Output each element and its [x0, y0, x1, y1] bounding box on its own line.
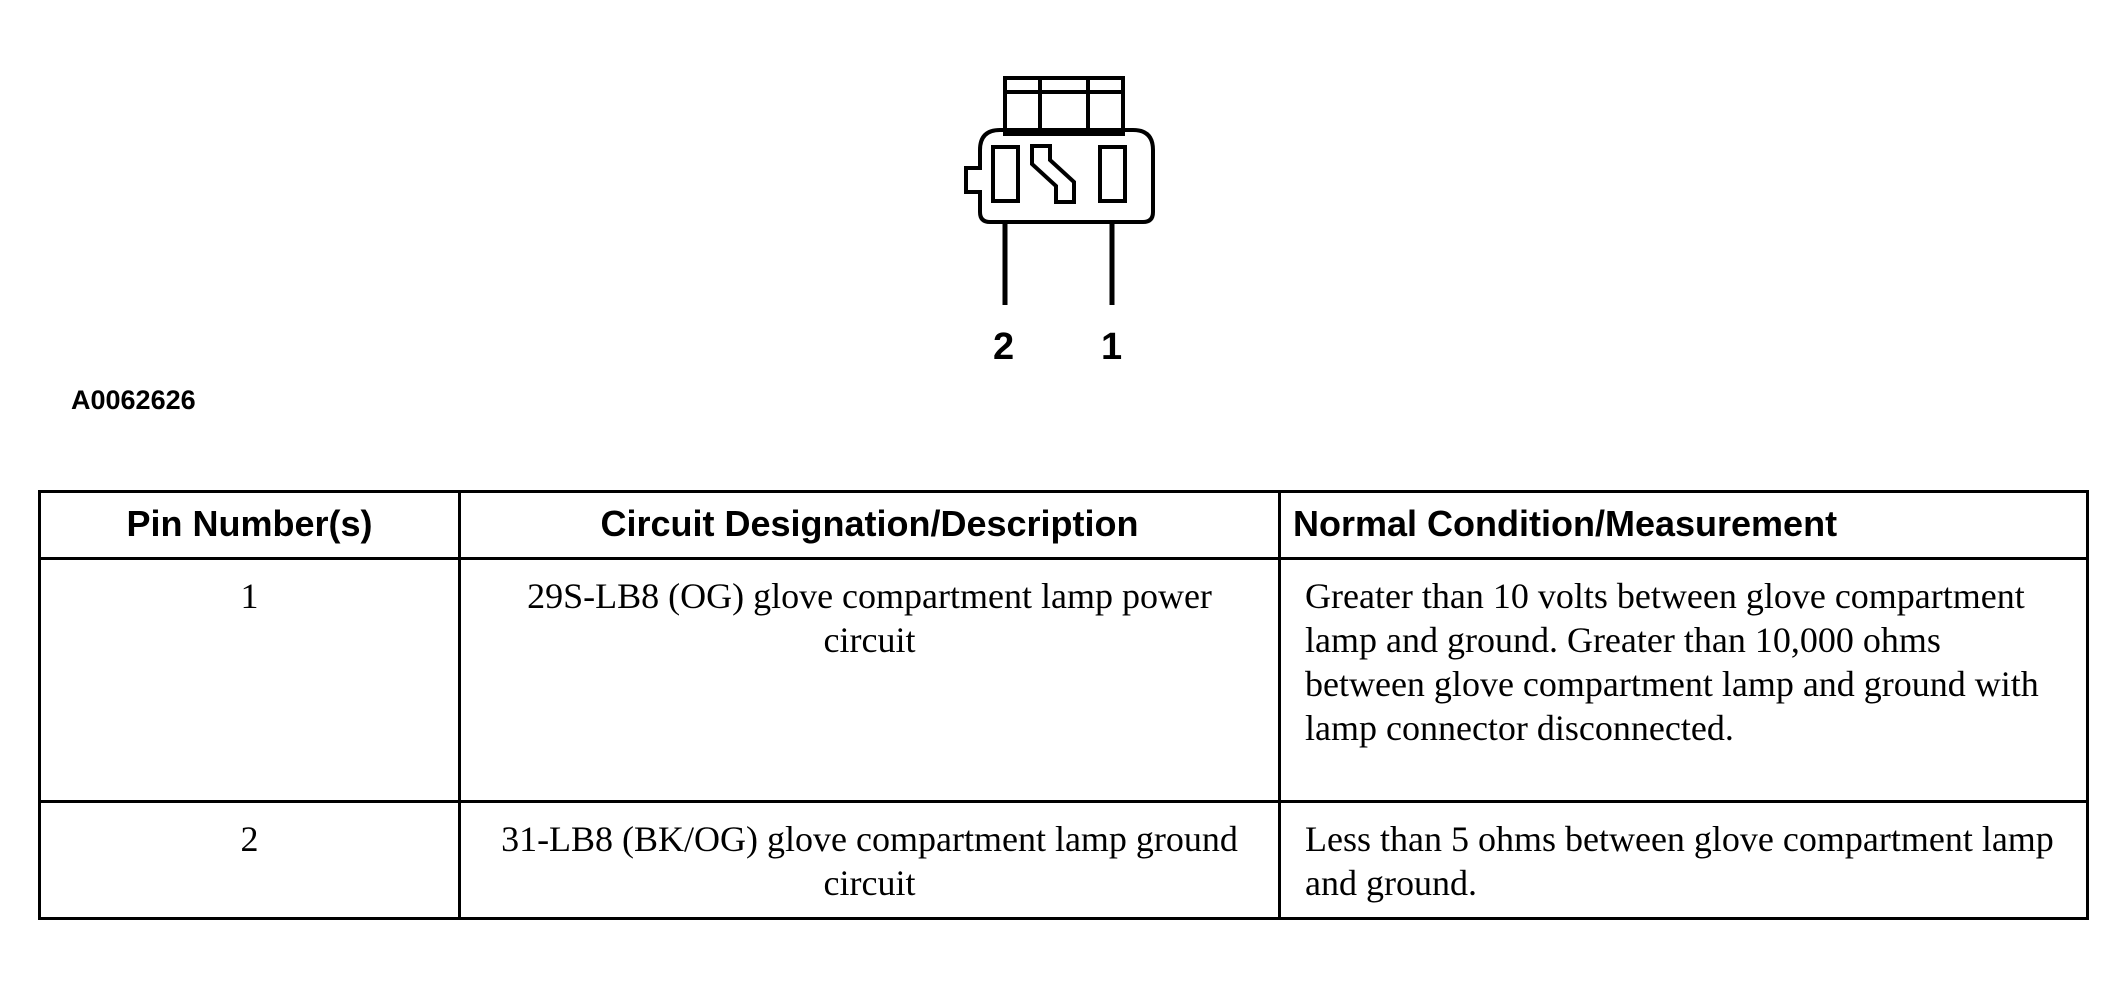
terminal-1	[1098, 145, 1127, 203]
pin-label-2: 2	[993, 326, 1015, 368]
pin-label-1: 1	[1101, 326, 1123, 368]
connector-drawing	[964, 76, 1155, 305]
connector-diagram: 2 1	[930, 70, 1190, 370]
connector-top-tab	[1003, 76, 1125, 136]
terminal-2	[991, 145, 1020, 203]
header-circuit-designation: Circuit Designation/Description	[458, 490, 1281, 560]
cell-pin: 1	[38, 557, 461, 803]
cell-normal: Greater than 10 volts between glove comp…	[1278, 557, 2089, 803]
pin-table: Pin Number(s) Circuit Designation/Descri…	[38, 490, 2089, 920]
header-normal-condition: Normal Condition/Measurement	[1278, 490, 2089, 560]
cell-circuit: 31-LB8 (BK/OG) glove compartment lamp gr…	[458, 800, 1281, 920]
connector-body	[964, 128, 1155, 224]
header-pin-numbers: Pin Number(s)	[38, 490, 461, 560]
cell-normal: Less than 5 ohms between glove compartme…	[1278, 800, 2089, 920]
table-row: 2 31-LB8 (BK/OG) glove compartment lamp …	[38, 800, 2089, 920]
table-row: 1 29S-LB8 (OG) glove compartment lamp po…	[38, 557, 2089, 803]
figure-id: A0062626	[71, 385, 196, 415]
cell-circuit: 29S-LB8 (OG) glove compartment lamp powe…	[458, 557, 1281, 803]
cell-pin: 2	[38, 800, 461, 920]
table-header-row: Pin Number(s) Circuit Designation/Descri…	[38, 490, 2089, 560]
polarizing-key	[1030, 144, 1076, 204]
